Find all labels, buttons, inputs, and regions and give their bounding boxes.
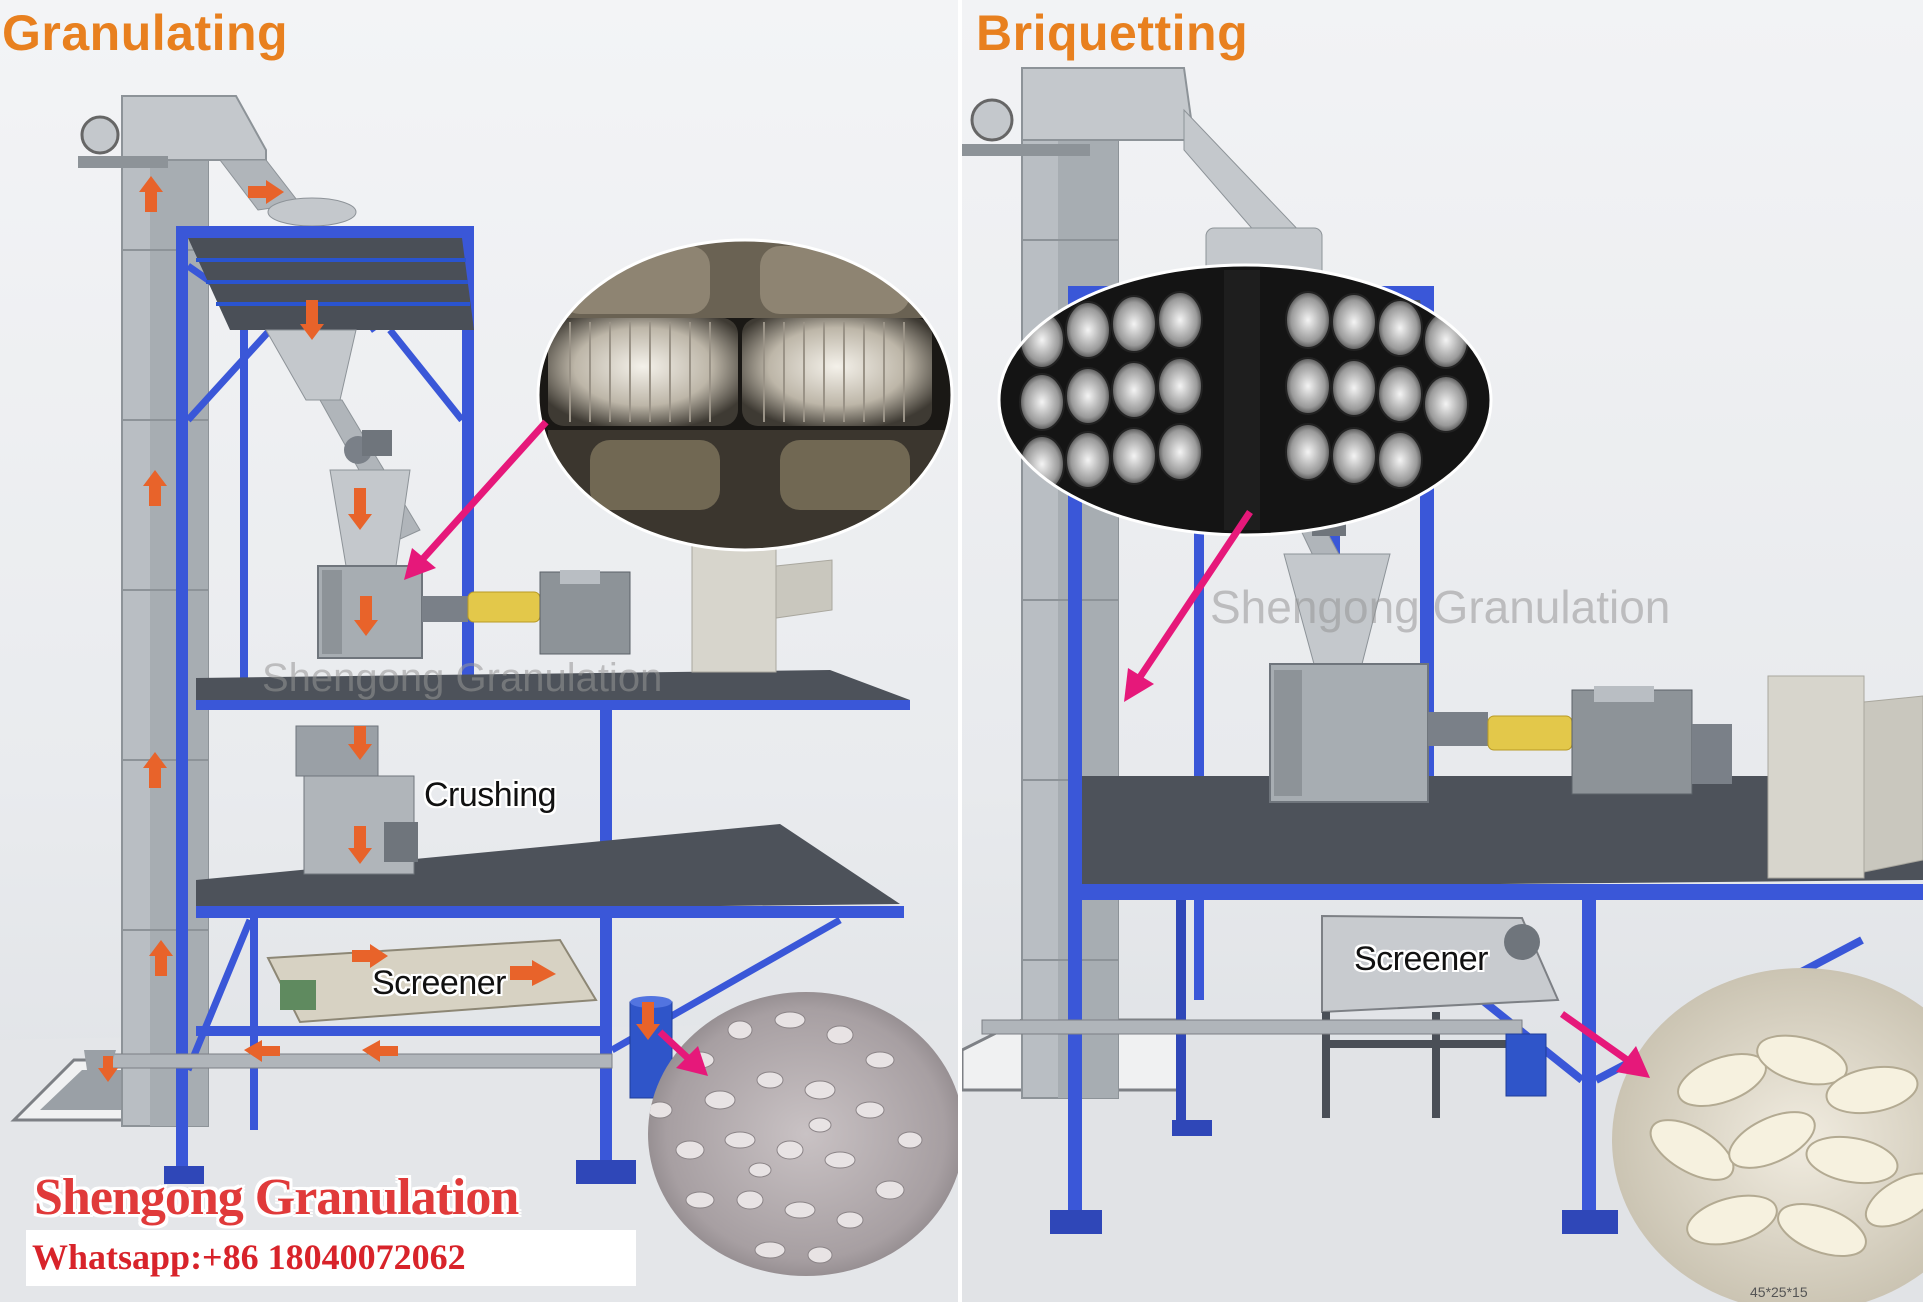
screener-icon	[1321, 914, 1560, 1014]
whatsapp-contact: Whatsapp:+86 18040072062	[32, 1237, 466, 1277]
flow-arrow-up	[149, 940, 173, 976]
control-cabinet	[1767, 675, 1865, 879]
flow-arrow-down	[636, 1002, 660, 1040]
crushing-label: Crushing	[424, 776, 557, 814]
callout-arrow	[657, 1029, 693, 1063]
callout-arrow-head	[404, 548, 436, 580]
screener-label: Screener	[1354, 940, 1488, 978]
callout-arrows	[1124, 510, 1650, 1078]
frame-feet	[1050, 1120, 1618, 1234]
drive-shaft	[1487, 715, 1573, 751]
flow-arrow-left	[244, 1040, 280, 1062]
control-cabinet-side	[1863, 695, 1923, 873]
screener-leg	[1432, 1012, 1440, 1118]
frame-column	[1176, 900, 1186, 1130]
feed-hopper	[265, 329, 357, 401]
granulating-title: Granulating	[2, 5, 289, 61]
briquettes-photo	[1612, 968, 1923, 1302]
middle-floor	[196, 824, 900, 912]
motor-platform	[962, 144, 1090, 156]
flow-arrow-down	[348, 826, 372, 864]
screener-motor-icon	[280, 980, 316, 1010]
motor-icon	[970, 98, 1014, 142]
callout-arrows	[404, 419, 708, 1076]
callout-arrow-head	[1616, 1046, 1650, 1078]
flow-arrow-left	[362, 1040, 398, 1062]
granulating-panel: Granulating Shengong Granulation Crushin…	[0, 0, 958, 1302]
mold-closeup-photo	[997, 263, 1493, 537]
elevator-bands	[122, 249, 208, 931]
middle-floor-edge	[196, 906, 904, 918]
screener-motor-icon	[1504, 924, 1540, 960]
drive-shaft	[467, 591, 541, 623]
briquetting-title: Briquetting	[976, 5, 1249, 61]
return-conveyor	[981, 1019, 1523, 1035]
return-conveyor	[91, 1053, 613, 1069]
flow-arrow-down	[98, 1056, 118, 1082]
briquetting-plant-illustration	[962, 67, 1923, 1302]
press-side	[1274, 670, 1302, 796]
callout-arrow	[417, 419, 549, 565]
granulating-plant-illustration	[0, 95, 958, 1302]
lower-beam	[196, 1026, 602, 1036]
gearbox	[539, 571, 631, 655]
discharge-chute	[1183, 108, 1306, 241]
flow-arrows	[98, 176, 660, 1082]
flow-arrow-down	[354, 596, 378, 636]
briquetting-panel: Briquetting Shengong Granulation Screene…	[962, 0, 1923, 1302]
callout-arrow	[1135, 510, 1253, 682]
roller-press-side	[322, 570, 342, 654]
brand-name: Shengong Granulation	[34, 1169, 519, 1226]
upper-floor-edge	[196, 700, 910, 710]
gearbox-motor	[1692, 724, 1732, 784]
granules-photo	[648, 992, 958, 1276]
flow-arrow-right	[510, 960, 556, 986]
watermark: Shengong Granulation	[1210, 581, 1671, 633]
upper-floor	[196, 670, 910, 704]
crusher-motor-icon	[384, 822, 418, 862]
coupling	[1428, 712, 1488, 746]
control-cabinet-side	[775, 559, 833, 619]
contact-box: Whatsapp:+86 18040072062	[26, 1230, 636, 1286]
elevator-head	[121, 95, 267, 161]
motor-icon	[80, 115, 120, 155]
watermark: Shengong Granulation	[262, 656, 663, 700]
flow-arrow-up	[143, 752, 167, 788]
gearbox-top	[560, 570, 600, 584]
flow-arrow-down	[300, 300, 324, 340]
callout-arrow-head	[1124, 668, 1154, 702]
top-grating-bars	[196, 258, 470, 306]
motor-platform	[78, 156, 168, 168]
panel-divider	[958, 0, 962, 1302]
blue-steel-frame	[176, 226, 612, 1166]
gearbox	[1571, 689, 1693, 795]
flow-arrow-right	[248, 180, 284, 204]
flow-arrow-up	[143, 470, 167, 506]
roller-feed-hopper	[329, 469, 411, 567]
flow-arrow-up	[139, 176, 163, 212]
elevator-head	[1021, 67, 1196, 141]
screener-leg	[1322, 1012, 1330, 1118]
coupling	[422, 596, 468, 622]
screener-label: Screener	[372, 964, 506, 1002]
bucket-elevator-side	[1058, 68, 1118, 1098]
flow-arrow-down	[348, 726, 372, 760]
control-cabinet	[691, 535, 777, 673]
frame-feet	[164, 1160, 636, 1184]
product-drum	[1505, 1033, 1547, 1097]
size-tag: 45*25*15	[1750, 1284, 1808, 1300]
flow-arrow-down	[348, 488, 372, 530]
screener-brace	[1322, 1040, 1528, 1048]
top-hopper	[267, 197, 357, 227]
gear-motor-icon	[362, 430, 392, 456]
callout-arrow-head	[676, 1046, 708, 1076]
roller-closeup-photo	[536, 238, 954, 552]
main-floor	[1082, 776, 1923, 888]
callout-arrow	[1559, 1011, 1633, 1065]
gearbox-top	[1594, 686, 1654, 702]
main-floor-edge	[1082, 884, 1923, 900]
flow-arrow-right	[352, 944, 388, 968]
